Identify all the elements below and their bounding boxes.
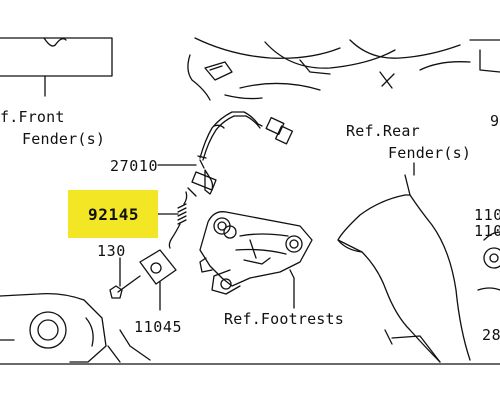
part-number-edge-right-3[interactable]: 28 (482, 326, 500, 344)
part-number-92145[interactable]: 92145 (88, 205, 140, 224)
part-number-11045[interactable]: 11045 (134, 318, 183, 336)
bolt-130 (109, 257, 141, 299)
front-fender-ref-line2[interactable]: Fender(s) (22, 130, 106, 148)
front-fender-outline (0, 37, 113, 97)
rear-fender-ref-line2[interactable]: Fender(s) (388, 144, 472, 162)
part-highlight-box (68, 190, 158, 238)
oxygen-sensor-27010 (187, 111, 294, 197)
bracket-plate-11045 (139, 249, 177, 311)
part-number-edge-top-right[interactable]: 9 (490, 112, 500, 130)
footrest-bracket (199, 211, 313, 307)
rear-fender-outline (337, 174, 471, 363)
spring-92145 (168, 191, 188, 249)
part-number-27010[interactable]: 27010 (110, 157, 159, 175)
right-edge-parts (477, 231, 500, 291)
part-number-130[interactable]: 130 (97, 242, 126, 260)
rear-fender-ref-line1[interactable]: Ref.Rear (346, 122, 420, 140)
front-fender-ref-line1[interactable]: f.Front (0, 108, 65, 126)
lower-left-frame (0, 292, 151, 363)
footrests-ref[interactable]: Ref.Footrests (224, 310, 344, 328)
frame-parts (187, 37, 500, 101)
part-number-edge-right-1[interactable]: 110 (474, 206, 500, 224)
part-number-edge-right-2[interactable]: 110 (474, 222, 500, 240)
